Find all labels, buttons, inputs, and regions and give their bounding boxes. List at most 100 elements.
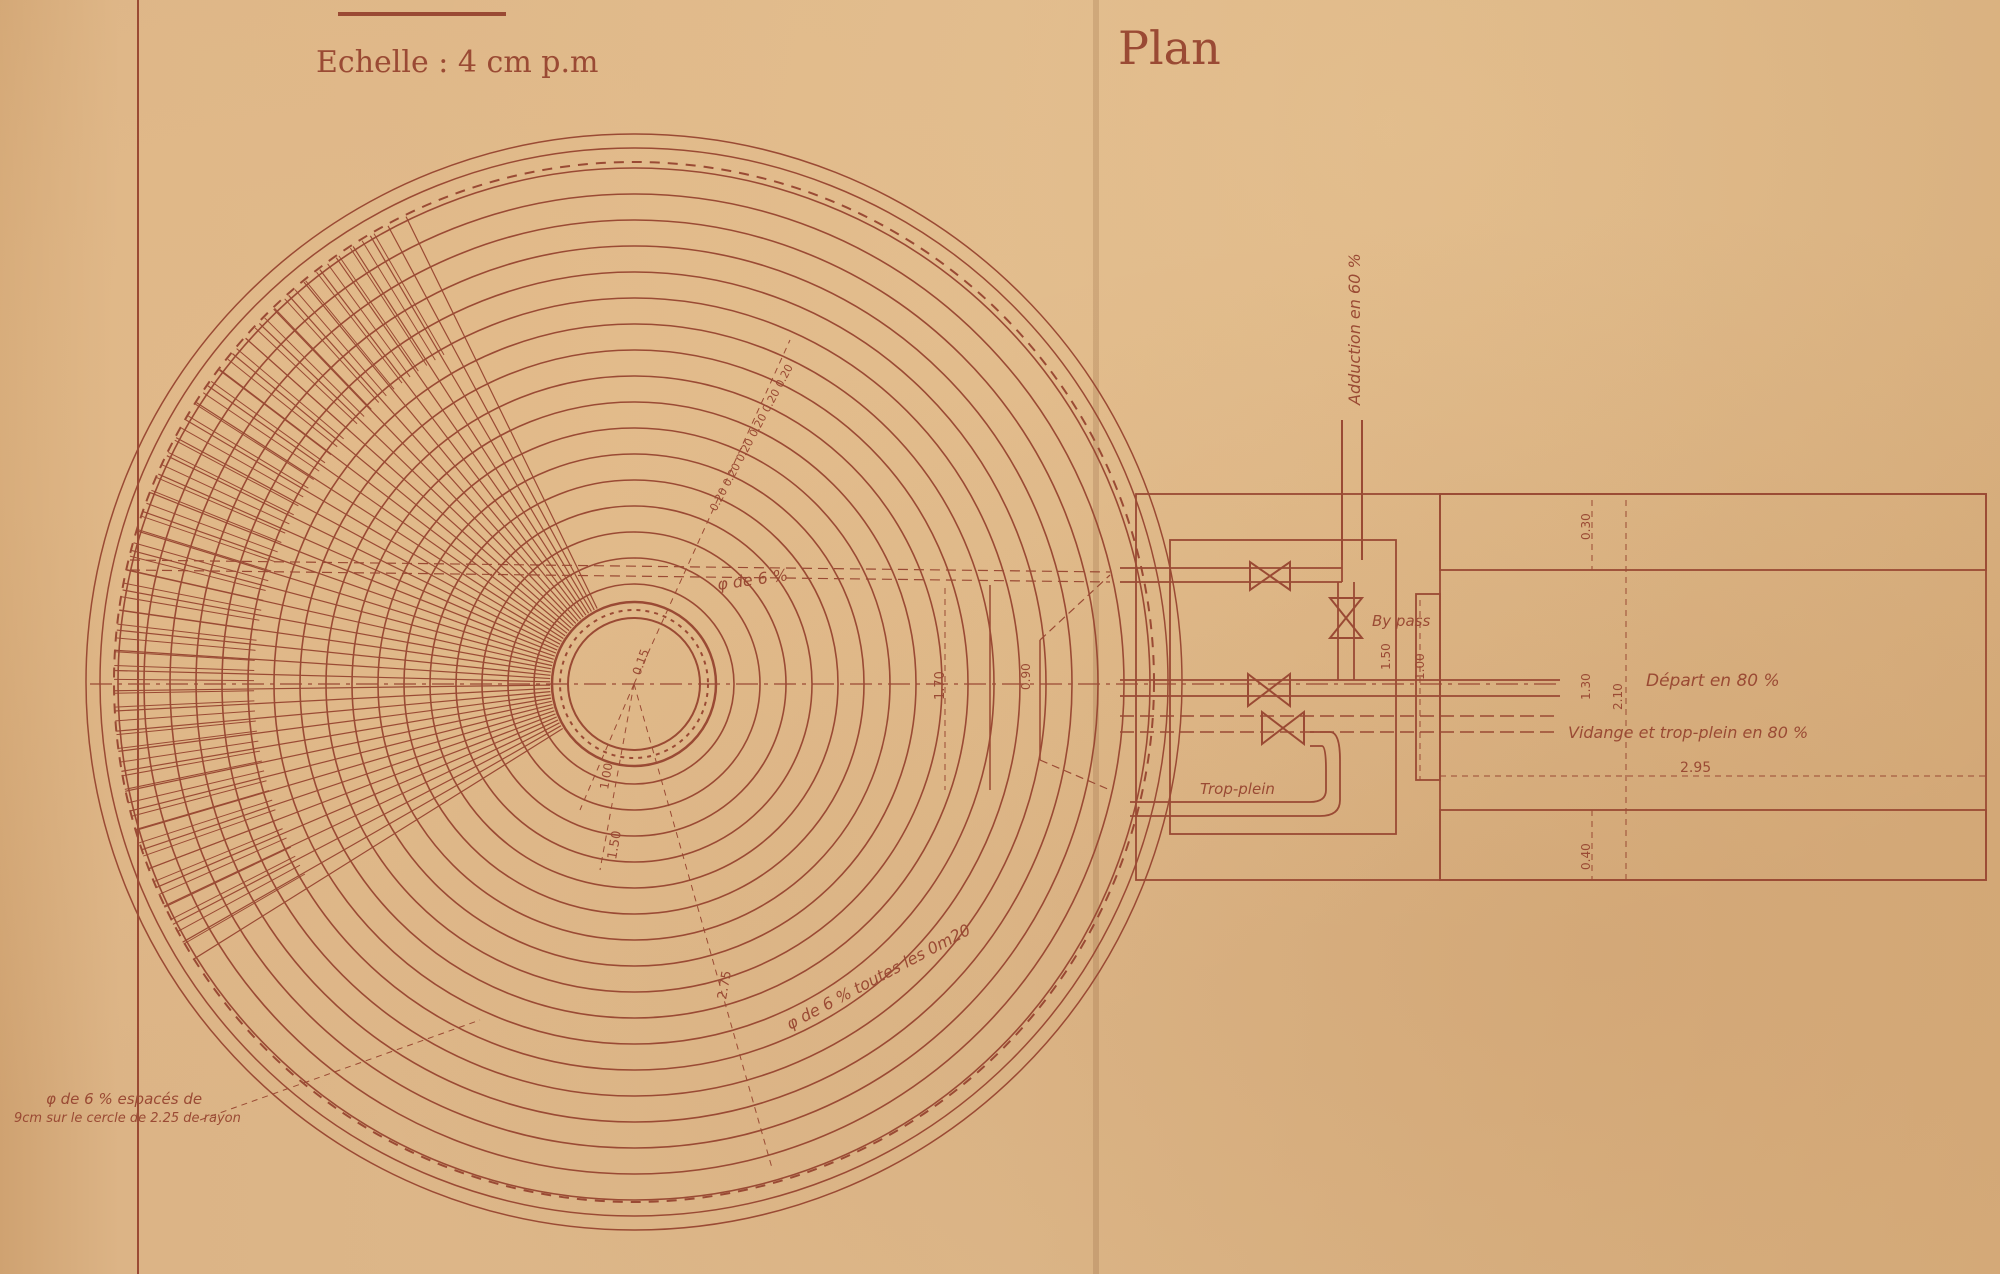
radial-bar-stub <box>130 780 267 817</box>
radial-bar-stub <box>158 837 287 896</box>
trop-plein-pipe-outer <box>1130 731 1341 817</box>
radial-bar-stub <box>147 818 280 870</box>
vidange-label: Vidange et trop-plein en 80 % <box>1568 723 1808 742</box>
radial-bar <box>143 511 555 657</box>
radial-bar-stub <box>254 327 358 425</box>
radial-bar <box>158 473 558 651</box>
note-leader-line <box>199 1019 481 1121</box>
radial-bar-stub <box>168 452 294 516</box>
radial-bar-stub <box>152 828 283 883</box>
dim-090: 0.90 <box>1019 663 1033 690</box>
radial-bar-stub <box>338 255 419 372</box>
radial-bar-stub <box>143 809 276 857</box>
dim-275: 2.75 <box>715 970 735 1001</box>
outer-dashed-circle <box>113 161 1155 1203</box>
valve-depart <box>1247 671 1291 709</box>
radial-bar-stub <box>117 730 257 749</box>
radial-bar-stub <box>151 489 282 543</box>
radial-bar-stub <box>114 690 255 694</box>
radial-bar-stub <box>188 415 309 489</box>
radial-bar <box>196 402 564 640</box>
note-line-2: 9cm sur le cercle de 2.25 de rayon <box>14 1111 241 1126</box>
radial-bar <box>136 530 554 660</box>
radial-bar-stub <box>361 240 436 361</box>
radial-bar <box>115 649 551 680</box>
dim-030-top: 0.30 <box>1579 513 1593 540</box>
inner-valve-room <box>1169 539 1397 835</box>
radial-bar-stub <box>115 710 255 722</box>
radial-bar-stub <box>210 380 326 464</box>
radial-bar <box>172 722 560 925</box>
radial-bar <box>387 225 595 611</box>
radial-bar <box>114 687 551 712</box>
radial-bar <box>288 294 579 622</box>
radius-100-line <box>579 683 635 811</box>
radial-bar-stub <box>264 317 365 417</box>
ring-circle <box>533 583 735 785</box>
radial-bar <box>118 694 551 752</box>
radial-bar-stub <box>134 789 270 831</box>
radial-bar <box>335 257 587 616</box>
outer-wall-inner-circle <box>99 147 1169 1217</box>
radial-bar-stub <box>316 271 403 384</box>
radial-bar <box>182 725 562 943</box>
dim-130-depart: 1.30 <box>1579 673 1593 700</box>
radial-bar-stub <box>119 609 258 631</box>
dim-100-radius: 1.00 <box>597 762 615 791</box>
radial-bar-stub <box>181 427 304 498</box>
dim-295: 2.95 <box>1680 760 1711 776</box>
radial-bar-stub <box>202 392 320 472</box>
radial-bar-stub <box>245 337 351 432</box>
radial-bar <box>125 700 552 792</box>
valve-vidange <box>1261 709 1305 747</box>
trop-plein-label: Trop-plein <box>1200 780 1275 798</box>
radial-bar-stub <box>137 528 272 572</box>
plan-title: Plan <box>1118 21 1221 75</box>
radial-bar <box>166 455 559 648</box>
radial-bar-stub <box>162 464 290 525</box>
radial-bar <box>155 716 557 889</box>
radial-bar-stub <box>114 678 255 682</box>
ring-spacing-label: 0.20 0.20 0.20 0.20 0.20 0.20 <box>707 362 796 513</box>
radial-bar-stub <box>284 298 380 403</box>
radial-bar <box>131 549 553 664</box>
ring-circle <box>429 479 839 889</box>
radial-bar-stub <box>305 280 395 390</box>
radial-bar <box>207 385 566 637</box>
radial-bar-stub <box>114 700 255 708</box>
radial-bar <box>192 728 564 961</box>
radial-bar <box>114 684 551 692</box>
note-line-1: φ de 6 % espacés de <box>46 1090 202 1108</box>
radial-bar-stub <box>122 750 261 777</box>
radial-bar-stub <box>138 799 273 844</box>
radial-bar-stub <box>117 623 257 641</box>
top-channel <box>1439 493 1987 571</box>
radial-bar <box>369 235 592 612</box>
radial-bar-stub <box>129 555 266 592</box>
radial-bar <box>163 719 559 907</box>
radial-bar <box>303 281 582 620</box>
radial-bar <box>116 629 551 676</box>
radial-bar <box>219 369 568 634</box>
radial-bar <box>319 269 584 618</box>
adduction-label: Adduction en 60 % <box>1345 253 1364 406</box>
radial-bar <box>175 437 561 645</box>
radial-bar <box>129 703 553 812</box>
radius-150-line <box>599 683 635 871</box>
trop-plein-pipe-inner <box>1130 745 1327 803</box>
radial-bar <box>121 697 552 772</box>
radial-bar-stub <box>123 582 262 611</box>
radial-bar-stub <box>327 263 411 378</box>
radial-bar-stub <box>236 348 344 440</box>
radial-reinforcement-bars <box>114 216 598 961</box>
radial-bar-stub <box>349 247 428 366</box>
radial-bar <box>185 419 562 642</box>
radial-bar-stub <box>146 502 278 553</box>
radial-bar <box>140 710 555 851</box>
valve-bypass <box>1327 597 1365 639</box>
radial-bar-stub <box>219 369 332 456</box>
radial-bar-stub <box>114 651 255 661</box>
radial-bar <box>273 308 577 624</box>
